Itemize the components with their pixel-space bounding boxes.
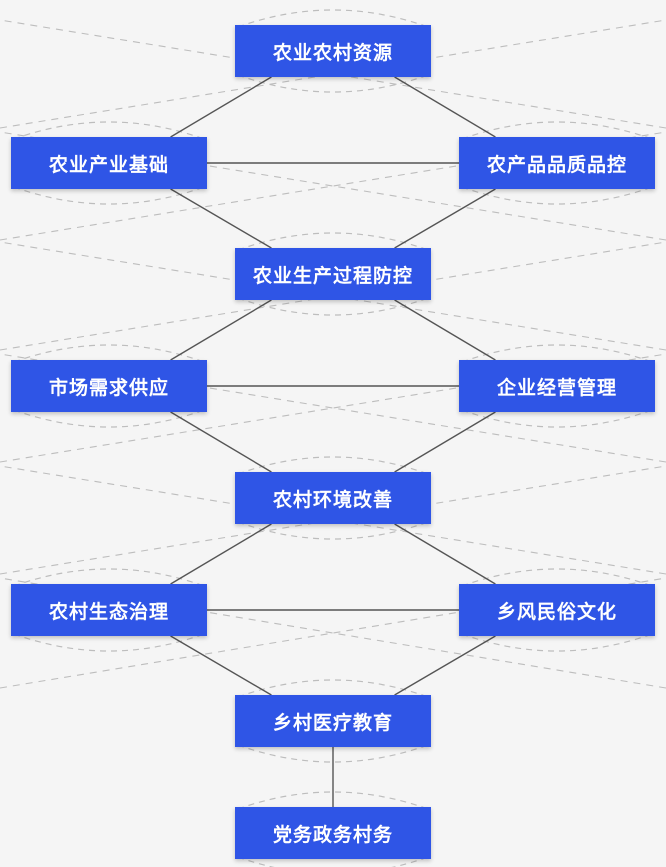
edge-n5-n7 — [170, 411, 272, 473]
dashed-arc-n7 — [237, 521, 429, 540]
dashed-arc-n11 — [237, 791, 429, 810]
dashed-arc-n11 — [237, 856, 429, 867]
node-production-control: 农业生产过程防控 — [235, 248, 431, 300]
dashed-arc-n10 — [237, 744, 429, 763]
edge-n4-n5 — [170, 299, 272, 361]
edge-n1-n3 — [394, 76, 496, 138]
node-market-supply: 市场需求供应 — [11, 360, 207, 412]
dashed-arc-n6 — [461, 409, 653, 428]
dashed-arc-n8 — [13, 633, 205, 652]
dashed-arc-n9 — [461, 633, 653, 652]
node-enterprise-management: 企业经营管理 — [459, 360, 655, 412]
dashed-arc-n3 — [461, 186, 653, 205]
node-industry-foundation: 农业产业基础 — [11, 137, 207, 189]
edge-n6-n7 — [394, 411, 496, 473]
dashed-diagonal-8 — [0, 465, 666, 575]
node-folk-culture: 乡风民俗文化 — [459, 584, 655, 636]
dashed-arc-n1 — [237, 74, 429, 93]
dashed-diagonal-0 — [0, 19, 666, 129]
edge-n1-n2 — [170, 76, 272, 138]
edge-n7-n9 — [394, 523, 496, 585]
dashed-arc-n1 — [237, 9, 429, 28]
dashed-arc-n5 — [13, 409, 205, 428]
node-environment: 农村环境改善 — [235, 472, 431, 524]
dashed-diagonal-9 — [0, 465, 666, 575]
dashed-arc-n2 — [13, 186, 205, 205]
edge-n9-n10 — [394, 635, 496, 696]
node-product-quality: 农产品品质品控 — [459, 137, 655, 189]
edge-n3-n4 — [394, 188, 496, 249]
node-ecology-governance: 农村生态治理 — [11, 584, 207, 636]
dashed-diagonal-5 — [0, 241, 666, 351]
node-medical-education: 乡村医疗教育 — [235, 695, 431, 747]
dashed-arc-n4 — [237, 297, 429, 316]
edge-n2-n4 — [170, 188, 272, 249]
edge-n8-n10 — [170, 635, 272, 696]
edge-n7-n8 — [170, 523, 272, 585]
node-rural-resources: 农业农村资源 — [235, 25, 431, 77]
edge-n4-n6 — [394, 299, 496, 361]
dashed-diagonal-4 — [0, 241, 666, 351]
node-village-affairs: 党务政务村务 — [235, 807, 431, 859]
edge-lines — [170, 76, 496, 807]
dashed-diagonal-1 — [0, 19, 666, 129]
